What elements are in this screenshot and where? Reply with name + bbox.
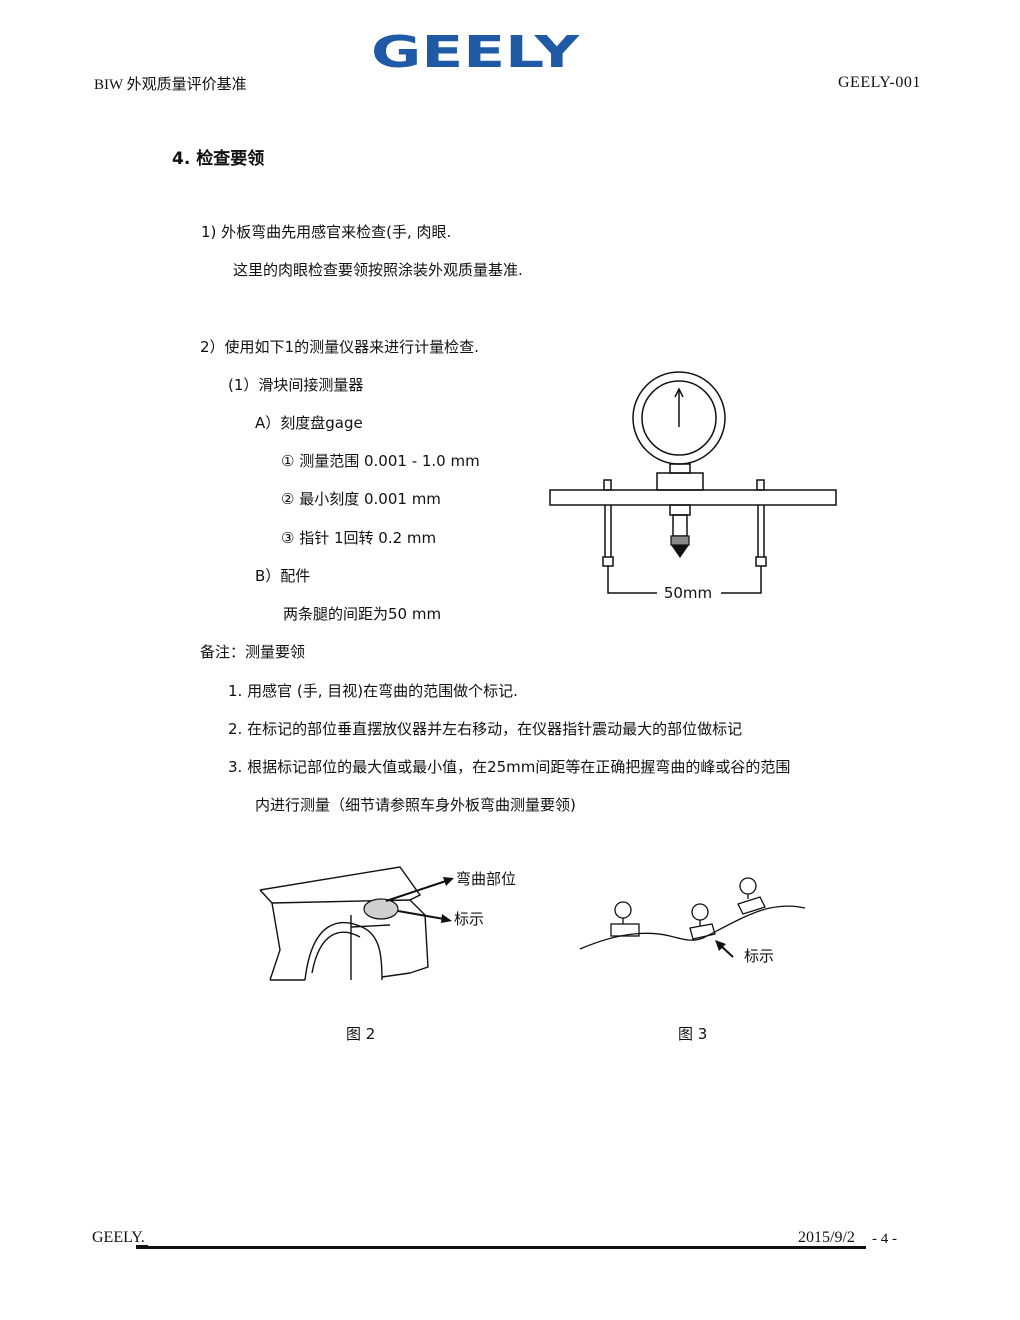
header-right: GEELY-001 [838, 74, 921, 91]
arrow-mark-line [397, 910, 445, 920]
fender-bottom-right [381, 972, 411, 978]
header-left: BIW 外观质量评价基准 [94, 77, 247, 93]
gauge-3-base [737, 896, 766, 915]
note-3-cont: 内进行测量（细节请参照车身外板弯曲测量要领) [255, 796, 576, 814]
arrow-mark-head [441, 914, 452, 923]
spec-rotation: ③ 指针 1回转 0.2 mm [281, 529, 437, 547]
wheel-arch-outer [304, 921, 383, 981]
arrow-bend-line [385, 880, 447, 902]
dimension-label: 50mm [664, 584, 712, 602]
arrow-bend-head [443, 877, 454, 886]
item-b-sub: 两条腿的间距为50 mm [283, 605, 442, 623]
note-title: 备注：测量要领 [200, 643, 306, 661]
figure-3-arrow-head [715, 940, 726, 951]
figure-2-label-mark: 标示 [454, 910, 485, 928]
footer-company: GEELY. [92, 1229, 145, 1246]
fender-top-edge [259, 866, 422, 901]
needle-arrowhead [674, 387, 684, 398]
left-leg-foot [602, 556, 614, 567]
item-2: 2）使用如下1的测量仪器来进行计量检查. [200, 338, 479, 356]
gauge-1-base [610, 923, 640, 937]
item-1-sub: 这里的肉眼检查要领按照涂装外观质量基准. [233, 261, 523, 279]
figure-2-label-bend: 弯曲部位 [456, 870, 517, 888]
figure-3-label-mark: 标示 [744, 947, 775, 965]
footer-rule [136, 1246, 866, 1249]
spec-min-scale: ② 最小刻度 0.001 mm [281, 490, 441, 508]
fender-left-edge [269, 902, 281, 981]
bend-area-marker [363, 898, 399, 920]
section-title: 4. 检查要领 [172, 149, 265, 169]
item-b: B）配件 [255, 567, 311, 585]
gauge-3-dial [739, 877, 757, 895]
slider-beam [549, 489, 837, 506]
figure-3-surface-diagram [579, 877, 806, 958]
item-2-1: (1）滑块间接测量器 [228, 376, 364, 394]
plunger-tip [671, 545, 689, 558]
dial-inner [641, 380, 717, 456]
plunger-body [672, 514, 688, 537]
footer-date: 2015/9/2 [798, 1229, 855, 1246]
wheel-arch-inner [311, 931, 361, 974]
plunger-tip-band [670, 535, 690, 546]
logo-text: GEELY [371, 30, 581, 72]
left-leg-knob [603, 479, 612, 491]
dial-gauge-diagram: 50mm [549, 371, 837, 602]
fender-inner-line [350, 924, 391, 928]
right-leg-knob [756, 479, 765, 491]
note-1: 1. 用感官 (手, 目视)在弯曲的范围做个标记. [228, 682, 518, 700]
fender-right-edge [409, 899, 429, 974]
item-1: 1) 外板弯曲先用感官来检查(手, 肉眼. [201, 223, 452, 241]
item-a: A）刻度盘gage [255, 414, 363, 432]
figure-2-caption: 图 2 [346, 1025, 376, 1043]
gauge-2-dial [691, 903, 709, 921]
right-leg-foot [755, 556, 767, 567]
dimension-line-left [607, 566, 657, 594]
geely-logo: GEELY [371, 30, 581, 72]
spec-range: ① 测量范围 0.001 - 1.0 mm [281, 452, 480, 470]
dimension-line-right [721, 566, 762, 594]
note-2: 2. 在标记的部位垂直摆放仪器并左右移动，在仪器指针震动最大的部位做标记 [228, 720, 743, 738]
figure-3-caption: 图 3 [678, 1025, 708, 1043]
gauge-holder [656, 472, 704, 491]
plunger-upper [669, 504, 691, 516]
note-3: 3. 根据标记部位的最大值或最小值，在25mm间距等在正确把握弯曲的峰或谷的范围 [228, 758, 791, 776]
gauge-neck [669, 463, 691, 474]
gauge-2-base [689, 923, 716, 940]
figure-2-fender-diagram [259, 866, 454, 981]
footer-page-number: - 4 - [872, 1231, 897, 1247]
footer-company-underline [136, 1245, 148, 1246]
gauge-1-dial [614, 901, 632, 919]
